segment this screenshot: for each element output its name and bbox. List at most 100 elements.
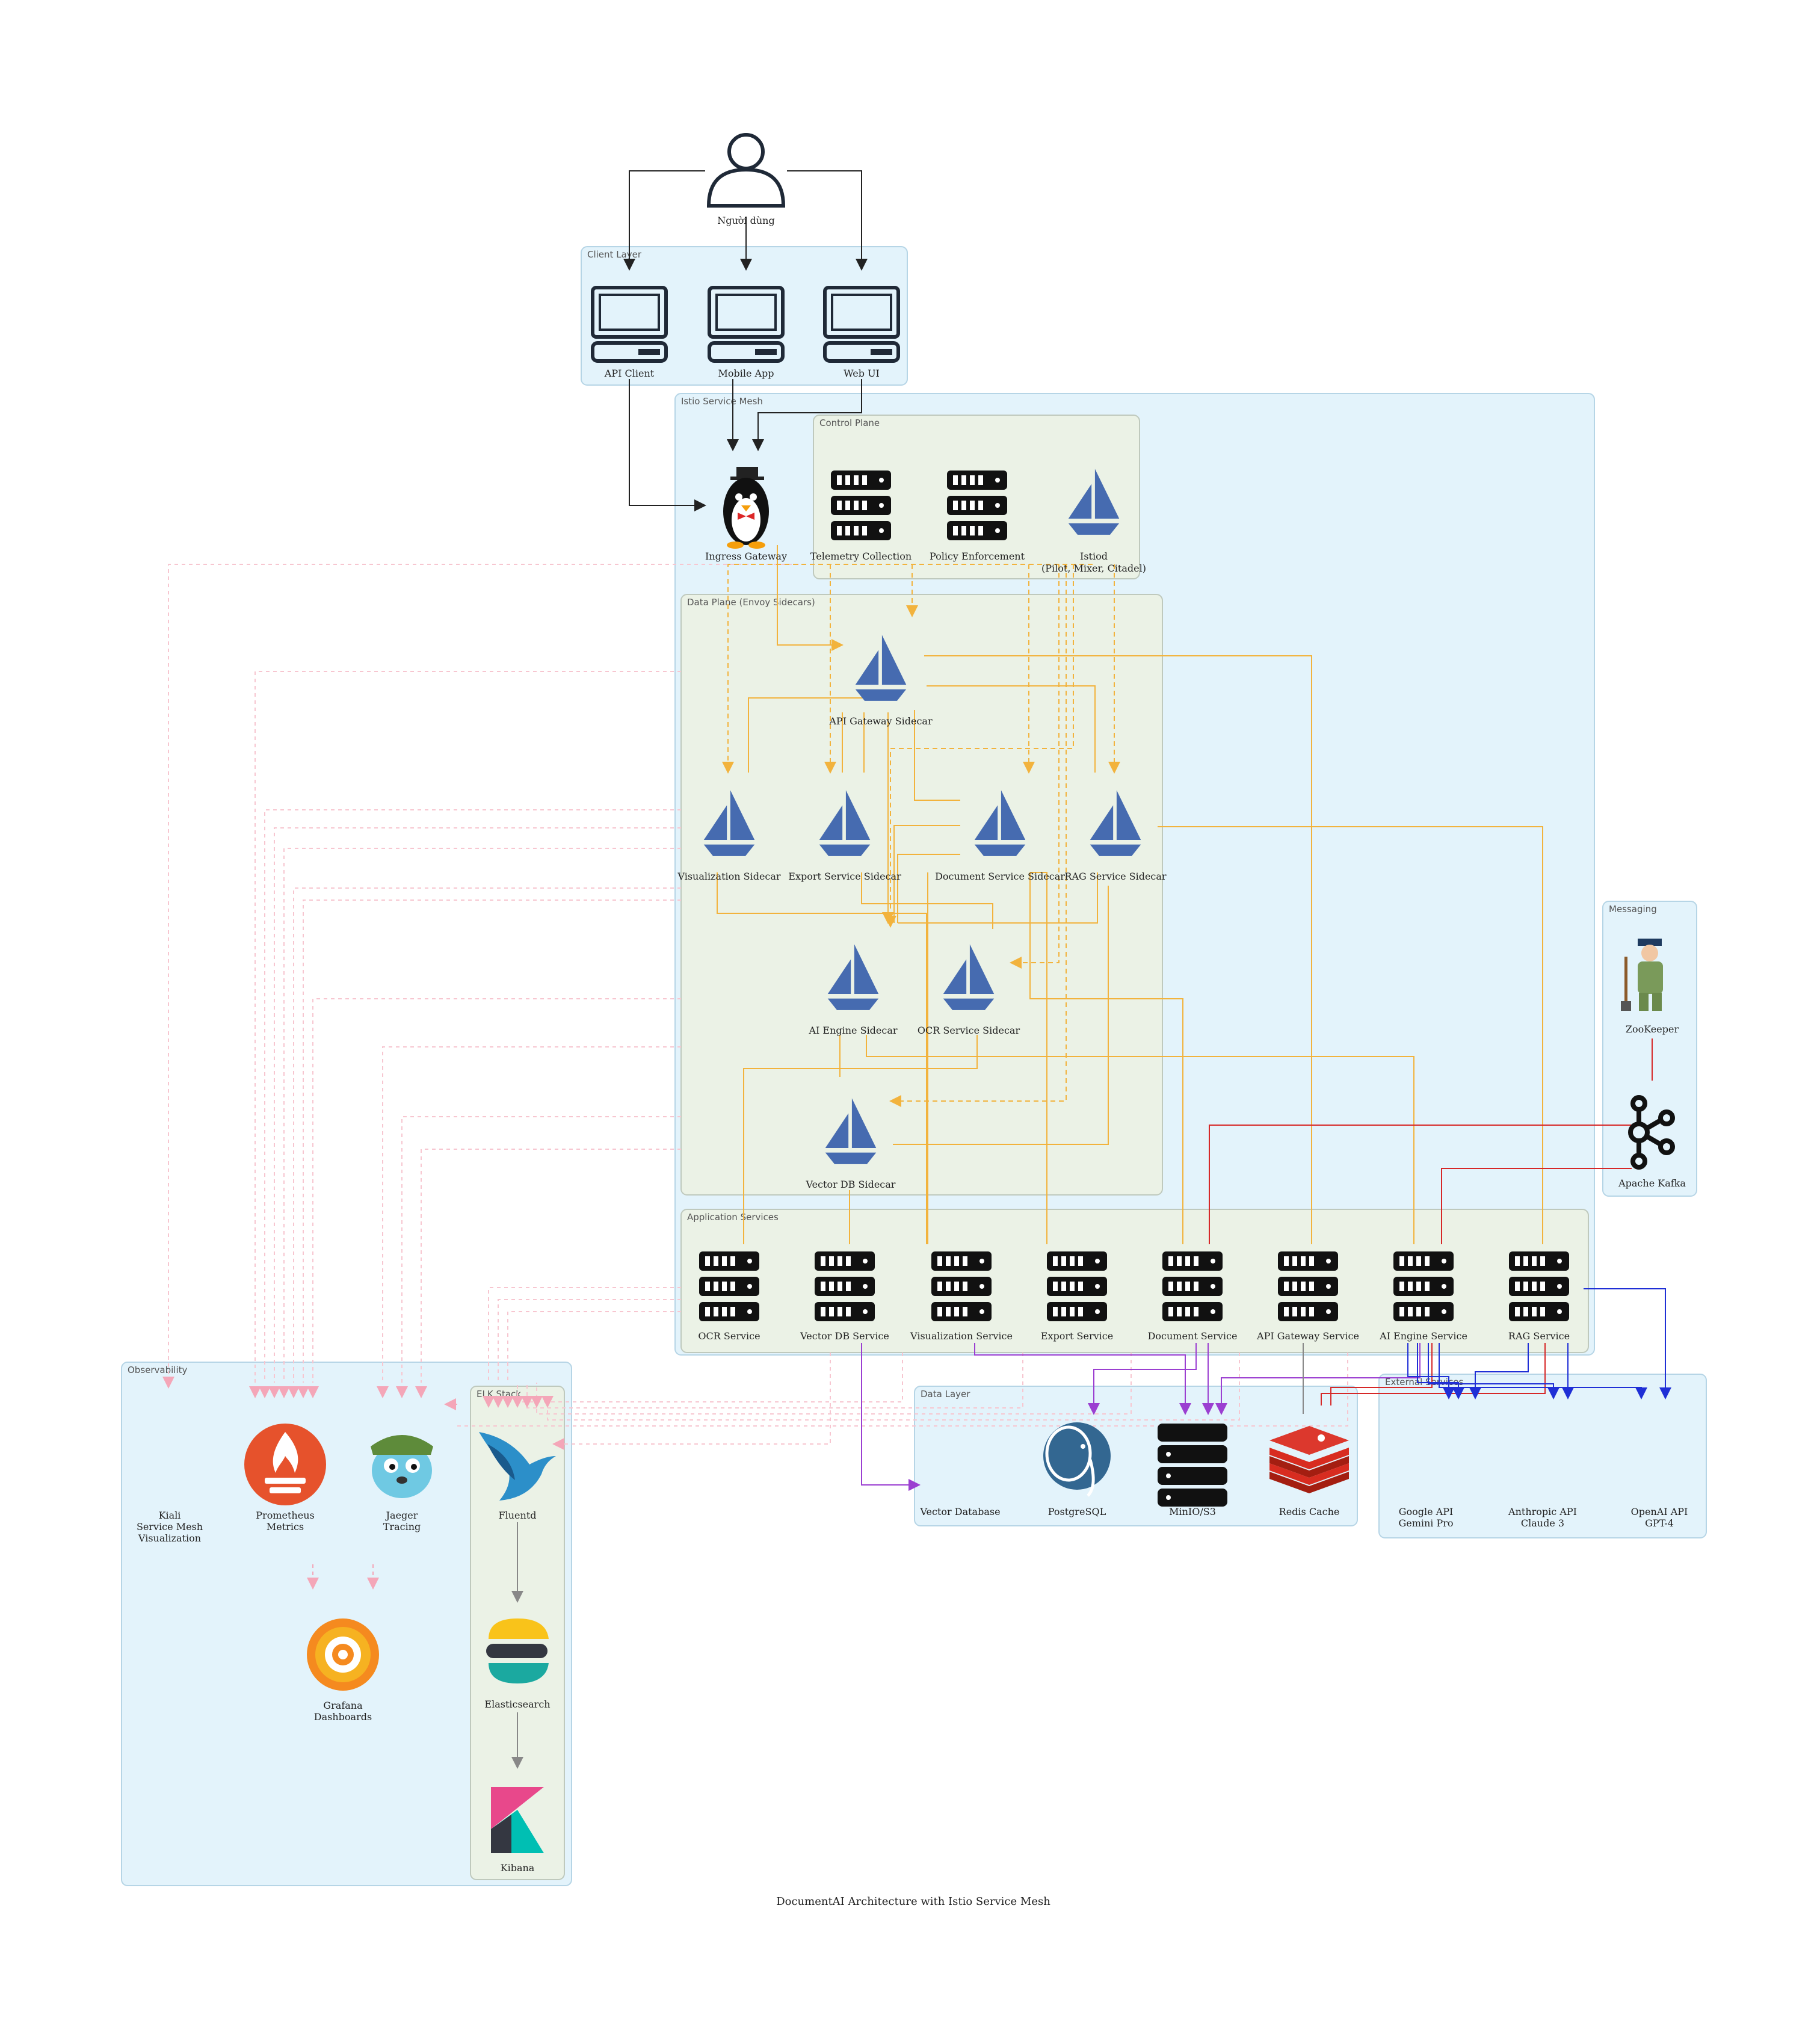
visualization-sidecar-node[interactable]: Visualization Sidecar [677,790,781,882]
ai-engine-service-label: AI Engine Service [1379,1330,1467,1342]
document-service-node[interactable]: Document Service [1148,1251,1238,1342]
fluentd-label: Fluentd [499,1510,537,1521]
elasticsearch-label: Elasticsearch [484,1699,550,1710]
zookeeper-label: ZooKeeper [1626,1023,1679,1035]
ocr-service-node[interactable]: OCR Service [698,1251,760,1342]
client-edges [623,170,868,511]
jaeger-gopher-icon [371,1435,433,1498]
data-edges [861,1343,1421,1491]
web-ui-node[interactable]: Web UI [825,288,898,379]
prometheus-label: Prometheus [256,1510,314,1521]
prometheus-node[interactable]: Prometheus Metrics [244,1424,326,1532]
telemetry-collection-label: Telemetry Collection [810,551,912,562]
kafka-node[interactable]: Apache Kafka [1618,1095,1686,1189]
server-icon [1162,1251,1223,1321]
visualization-service-node[interactable]: Visualization Service [910,1251,1013,1342]
api-gateway-service-label: API Gateway Service [1256,1330,1359,1342]
prometheus-icon [244,1424,326,1505]
grafana-label: Grafana [323,1700,363,1711]
google-api-node[interactable]: Google API Gemini Pro [1398,1506,1453,1529]
postgresql-node[interactable]: PostgreSQL [1043,1422,1111,1517]
policy-enforcement-label: Policy Enforcement [930,551,1025,562]
client-layer-label: Client Layer [587,249,642,260]
data-plane-label: Data Plane (Envoy Sidecars) [687,597,815,608]
ingress-gateway-label: Ingress Gateway [705,551,787,562]
postgresql-elephant-icon [1043,1422,1111,1497]
postgresql-label: PostgreSQL [1048,1506,1106,1517]
kafka-icon [1628,1095,1675,1170]
jaeger-sublabel: Tracing [383,1521,421,1532]
kibana-label: Kibana [501,1862,535,1874]
zookeeper-node[interactable]: ZooKeeper [1621,939,1679,1035]
prometheus-sublabel: Metrics [267,1521,304,1532]
export-sidecar-node[interactable]: Export Service Sidecar [788,790,901,882]
redis-node[interactable]: Redis Cache [1269,1426,1349,1517]
user-node[interactable]: Người dùng [706,133,786,226]
rag-sidecar-label: RAG Service Sidecar [1064,871,1167,882]
vector-db-sidecar-label: Vector DB Sidecar [806,1179,896,1190]
kafka-label: Apache Kafka [1618,1177,1686,1189]
minio-node[interactable]: MinIO/S3 [1158,1424,1227,1517]
server-icon [831,471,891,540]
diagram-title: DocumentAI Architecture with Istio Servi… [776,1895,1050,1908]
server-icon [947,471,1007,540]
document-sidecar-node[interactable]: Document Service Sidecar [935,790,1065,882]
google-api-label: Google API [1399,1506,1454,1517]
grafana-node[interactable]: Grafana Dashboards [307,1618,379,1723]
ocr-sidecar-label: OCR Service Sidecar [918,1025,1020,1036]
ai-engine-sidecar-node[interactable]: AI Engine Sidecar [808,944,898,1036]
export-service-node[interactable]: Export Service [1041,1251,1113,1342]
server-icon [815,1251,875,1321]
elk-stack-label: ELK Stack [477,1389,521,1399]
data-layer-cluster: Data Layer [914,1386,1358,1526]
grafana-icon [307,1618,379,1691]
anthropic-api-label: Anthropic API [1508,1506,1577,1517]
ingress-gateway-node[interactable]: Ingress Gateway [705,467,787,562]
anthropic-api-node[interactable]: Anthropic API Claude 3 [1508,1506,1577,1529]
messaging-label: Messaging [1609,904,1657,915]
kiali-node[interactable]: Kiali Service Mesh Visualization [137,1510,203,1544]
redis-icon [1269,1426,1349,1493]
api-client-node[interactable]: API Client [593,288,666,379]
elasticsearch-node[interactable]: Elasticsearch [484,1618,551,1710]
vector-database-label: Vector Database [919,1506,1000,1517]
document-service-label: Document Service [1148,1330,1238,1342]
vector-db-sidecar-node[interactable]: Vector DB Sidecar [806,1098,896,1190]
ai-engine-sidecar-label: AI Engine Sidecar [808,1025,897,1036]
ai-engine-service-node[interactable]: AI Engine Service [1379,1251,1467,1342]
mobile-app-node[interactable]: Mobile App [709,288,783,379]
policy-enforcement-node[interactable]: Policy Enforcement [930,471,1025,562]
kafka-edges [1209,1038,1653,1405]
rag-service-label: RAG Service [1508,1330,1570,1342]
openai-api-sublabel: GPT-4 [1645,1517,1674,1529]
istiod-node[interactable]: Istiod (Pilot, Mixer, Citadel) [1041,469,1146,574]
user-label: Người dùng [717,215,774,226]
external-edges [1407,1288,1671,1399]
external-services-cluster: External Services [1378,1374,1707,1538]
telemetry-collection-node[interactable]: Telemetry Collection [810,471,912,562]
kibana-node[interactable]: Kibana [491,1787,544,1874]
rag-sidecar-node[interactable]: RAG Service Sidecar [1064,790,1167,882]
google-api-sublabel: Gemini Pro [1398,1517,1453,1529]
istiod-sublabel: (Pilot, Mixer, Citadel) [1041,563,1146,574]
mesh-edges [717,545,1543,1244]
export-sidecar-label: Export Service Sidecar [788,871,901,882]
ocr-sidecar-node[interactable]: OCR Service Sidecar [918,944,1020,1036]
web-ui-label: Web UI [844,368,880,379]
api-gateway-sidecar-node[interactable]: API Gateway Sidecar [828,635,933,727]
istio-mesh-label: Istio Service Mesh [681,396,763,407]
kiali-label: Kiali [159,1510,181,1521]
jaeger-node[interactable]: Jaeger Tracing [371,1435,433,1532]
rag-service-node[interactable]: RAG Service [1508,1251,1570,1342]
kiali-sublabel-2: Visualization [138,1532,201,1544]
istiod-label: Istiod [1080,551,1108,562]
anthropic-api-sublabel: Claude 3 [1521,1517,1564,1529]
openai-api-node[interactable]: OpenAI API GPT-4 [1631,1506,1688,1529]
penguin-icon [723,467,769,549]
vector-db-service-node[interactable]: Vector DB Service [800,1251,889,1342]
jaeger-label: Jaeger [385,1510,418,1521]
api-gateway-service-node[interactable]: API Gateway Service [1256,1251,1359,1342]
vector-database-node[interactable]: Vector Database [919,1506,1000,1517]
fluentd-node[interactable]: Fluentd [479,1432,556,1521]
